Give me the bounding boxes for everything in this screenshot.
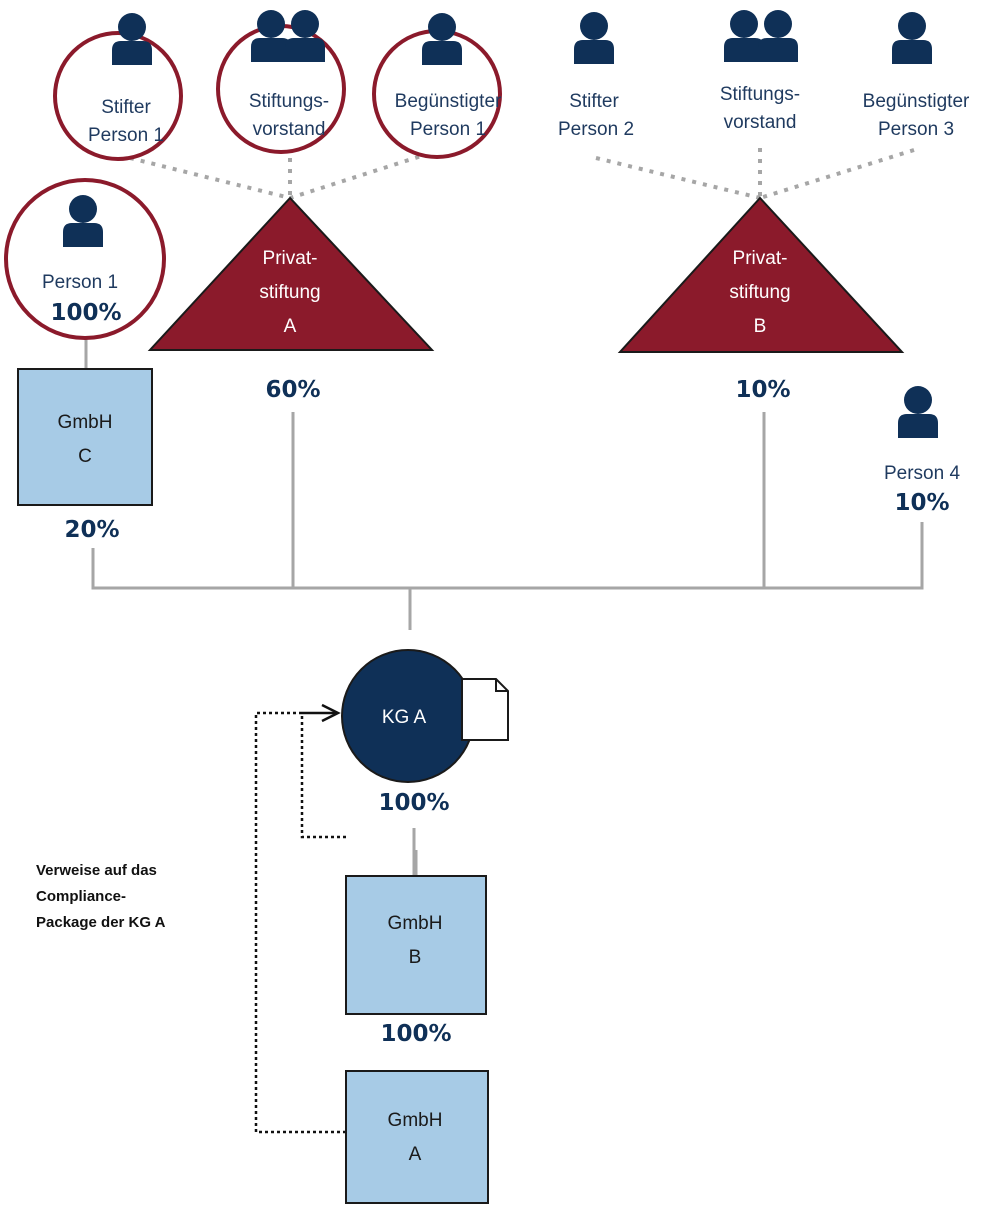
gmbh-a-line-1: GmbH: [388, 1110, 443, 1131]
person-icon: [892, 12, 932, 64]
person-4-node: Person 4 10%: [884, 386, 960, 516]
vorstand-a-line-1: Stiftungs-: [249, 91, 329, 112]
stiftung-b-line-1: Privat-: [733, 248, 788, 269]
person-4-percentage: 10%: [894, 490, 949, 516]
gmbh-b-box: [345, 875, 487, 1015]
reference-note: Verweise auf das Compliance- Package der…: [36, 862, 166, 931]
gmbh-b-line-2: B: [409, 947, 422, 968]
gmbh-c-percentage: 20%: [64, 517, 119, 543]
beguenstigter-person-3: Begünstigter Person 3: [863, 12, 970, 140]
gmbh-a-node: GmbH A: [345, 1070, 489, 1204]
kg-a-node: KG A 100%: [341, 649, 509, 816]
stifter-1-line-2: Person 1: [88, 125, 164, 146]
stifter-person-2: Stifter Person 2: [558, 12, 634, 140]
privatstiftung-b-node: Privat- stiftung B 10%: [617, 196, 905, 403]
dotted-link-beg-3: [759, 148, 915, 200]
stifter-1-line-1: Stifter: [101, 97, 151, 118]
beg-1-line-2: Person 1: [410, 119, 486, 140]
person-1-label: Person 1: [42, 272, 118, 293]
reference-line-gmbha: [254, 711, 346, 1134]
connector-lines: [84, 148, 924, 1134]
gmbh-a-box: [345, 1070, 489, 1204]
highlight-circle: [4, 178, 166, 340]
person-4-label: Person 4: [884, 463, 960, 484]
reference-line-gmbhb: [300, 711, 346, 839]
stiftung-a-line-1: Privat-: [263, 248, 318, 269]
gmbh-c-line-2: C: [78, 446, 92, 467]
stiftung-a-percentage: 60%: [265, 377, 320, 403]
beg-3-line-2: Person 3: [878, 119, 954, 140]
stiftung-b-triangle: [617, 196, 905, 353]
privatstiftung-a-node: Privat- stiftung A 60%: [147, 196, 435, 403]
line-horizontal-bus: [91, 522, 924, 590]
dotted-link-beg-1: [289, 148, 441, 200]
gmbh-b-percentage: 100%: [380, 1021, 451, 1047]
stifter-2-line-1: Stifter: [569, 91, 619, 112]
stiftungsvorstand-b: Stiftungs- vorstand: [720, 10, 800, 133]
person-1-node: Person 1 100%: [4, 178, 166, 340]
vorstand-a-line-2: vorstand: [253, 119, 326, 140]
person-1-percentage: 100%: [50, 300, 121, 326]
kg-a-label: KG A: [382, 707, 427, 728]
vorstand-b-line-2: vorstand: [724, 112, 797, 133]
vorstand-b-line-1: Stiftungs-: [720, 84, 800, 105]
gmbh-a-line-2: A: [409, 1144, 422, 1165]
dotted-link-stifter-2: [595, 156, 761, 200]
gmbh-c-box: [17, 368, 153, 506]
note-line-3: Package der KG A: [36, 914, 166, 931]
beg-3-line-1: Begünstigter: [863, 91, 970, 112]
kg-a-percentage: 100%: [378, 790, 449, 816]
circle-beguenstigter-person-1: Begünstigter Person 1: [372, 13, 502, 159]
stifter-2-line-2: Person 2: [558, 119, 634, 140]
gmbh-b-node: GmbH B 100%: [345, 875, 487, 1047]
circle-stiftungsvorstand-a: Stiftungs- vorstand: [216, 10, 346, 154]
stiftung-b-line-3: B: [754, 316, 767, 337]
document-icon: [461, 678, 509, 741]
stiftung-a-line-2: stiftung: [259, 282, 320, 303]
stiftung-a-line-3: A: [284, 316, 297, 337]
person-icon: [898, 386, 938, 438]
reference-arrowhead: [321, 703, 341, 723]
circle-stifter-person-1: Stifter Person 1: [53, 13, 183, 161]
note-line-2: Compliance-: [36, 888, 126, 905]
stiftung-b-percentage: 10%: [735, 377, 790, 403]
group-icon: [724, 10, 798, 62]
stiftung-a-triangle: [147, 196, 435, 351]
gmbh-c-node: GmbH C 20%: [17, 368, 153, 543]
note-line-1: Verweise auf das: [36, 862, 157, 879]
stiftung-b-line-2: stiftung: [729, 282, 790, 303]
person-icon: [574, 12, 614, 64]
dotted-link-stifter-1: [129, 156, 291, 200]
beg-1-line-1: Begünstigter: [395, 91, 502, 112]
gmbh-b-line-1: GmbH: [388, 913, 443, 934]
gmbh-c-line-1: GmbH: [58, 412, 113, 433]
